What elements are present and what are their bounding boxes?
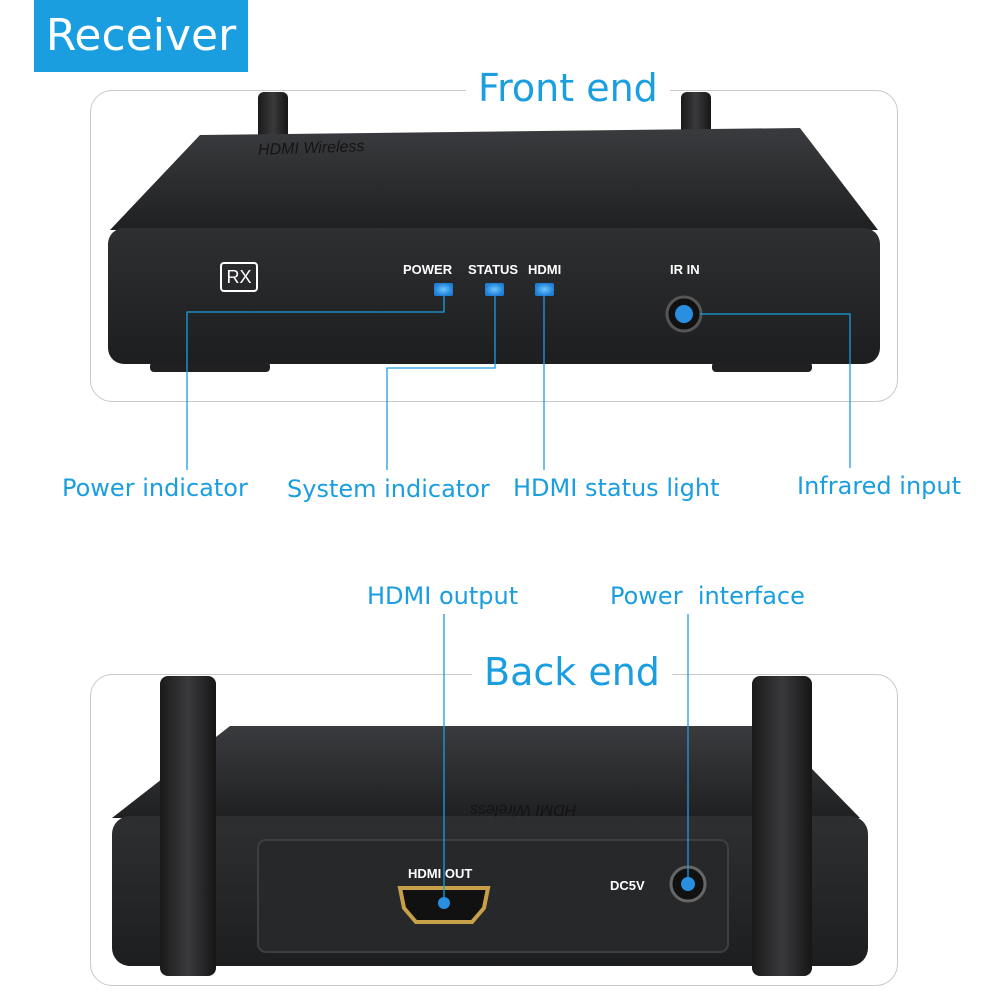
back-antenna-right xyxy=(752,676,812,976)
ir-port-center xyxy=(675,305,693,323)
back-antenna-left xyxy=(160,676,216,976)
rx-label: RX xyxy=(220,262,258,292)
front-top-surface xyxy=(110,128,878,230)
infrared-input-callout: Infrared input xyxy=(797,472,962,500)
hdmi-out-label: HDMI OUT xyxy=(408,866,473,881)
dc-jack-center xyxy=(681,877,695,891)
power-led xyxy=(434,283,453,296)
hdmi-label: HDMI xyxy=(528,262,562,277)
front-foot-right xyxy=(712,362,812,372)
back-end-title: Back end xyxy=(472,650,672,694)
status-led xyxy=(485,283,504,296)
back-top-surface xyxy=(112,726,860,818)
back-device xyxy=(112,676,868,976)
front-engraved-text: HDMI Wireless xyxy=(257,138,365,159)
receiver-badge: Receiver xyxy=(34,0,248,72)
dc5v-label: DC5V xyxy=(610,878,645,893)
back-engraved-text: HDMI Wireless xyxy=(470,801,577,818)
system-indicator-callout: System indicator xyxy=(287,475,490,503)
front-leader-lines xyxy=(186,296,851,470)
hdmi-output-callout: HDMI output xyxy=(367,582,519,610)
power-interface-callout: Power interface xyxy=(610,582,805,610)
hdmi-led xyxy=(535,283,554,296)
front-foot-left xyxy=(150,362,270,372)
front-device xyxy=(108,92,880,372)
hdmi-status-callout: HDMI status light xyxy=(513,474,720,502)
status-label: STATUS xyxy=(468,262,519,277)
back-leader-lines xyxy=(443,614,689,900)
front-end-title: Front end xyxy=(466,66,670,110)
power-indicator-callout: Power indicator xyxy=(62,474,248,502)
ir-in-label: IR IN xyxy=(670,262,700,277)
hdmi-out-marker xyxy=(438,897,450,909)
power-label: POWER xyxy=(403,262,453,277)
back-port-plate xyxy=(257,839,729,953)
